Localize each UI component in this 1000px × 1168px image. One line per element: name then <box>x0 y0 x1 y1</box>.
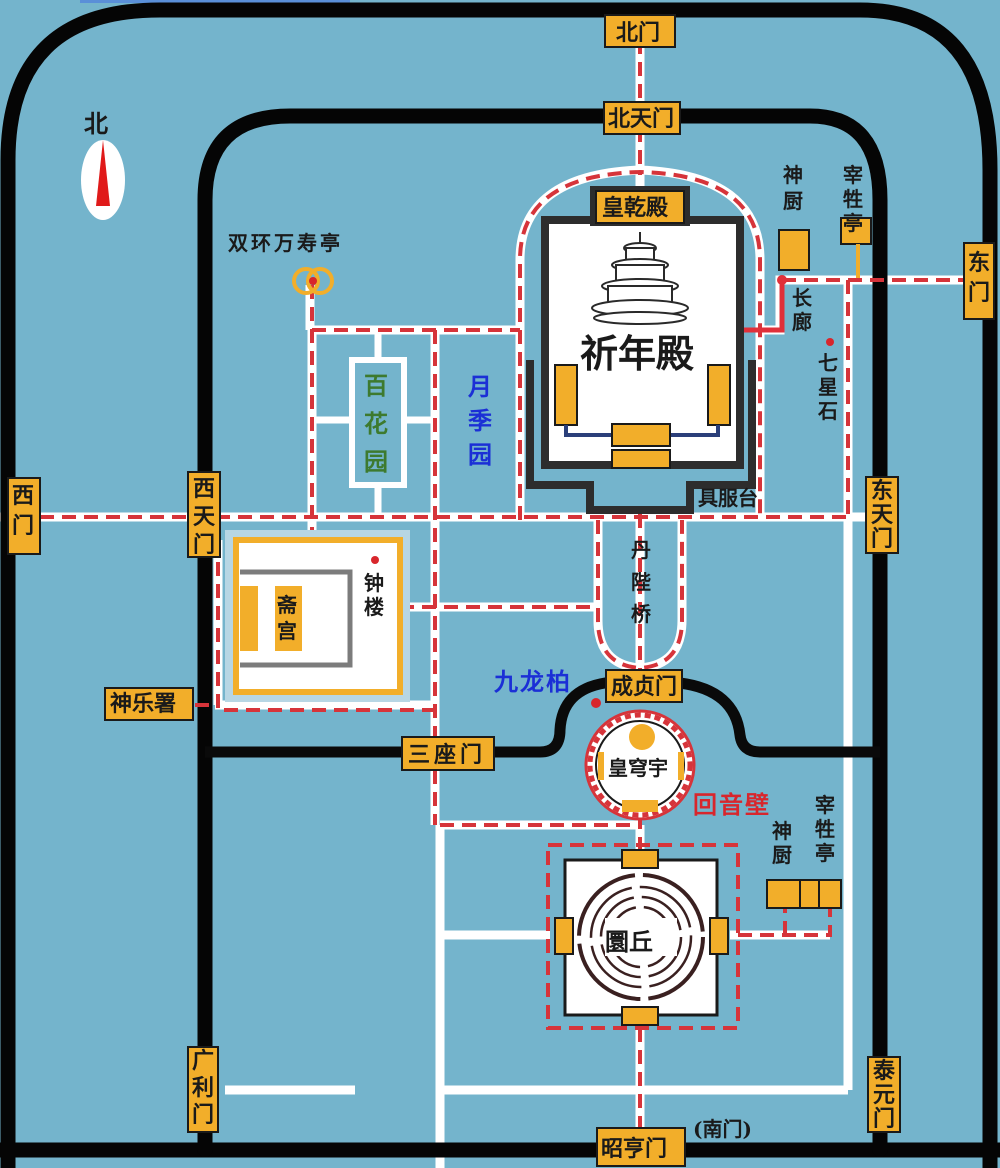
east-heaven-gate-label: 东天门 <box>871 478 894 552</box>
west-gate-label: 西门 <box>12 483 34 539</box>
seven-star-stones-label[interactable]: 七星石 <box>817 351 838 423</box>
zhaoheng-gate[interactable]: 昭亨门 <box>596 1127 686 1167</box>
divine-kitchen-north-building <box>778 229 810 271</box>
chengzhen-gate-label: 成贞门 <box>611 674 677 700</box>
south-kitchen-slaughter[interactable]: 神厨 宰牲亭 <box>766 793 842 909</box>
north-gate-label: 北门 <box>616 20 660 46</box>
temple-pagoda-icon <box>591 232 689 325</box>
taiyuan-gate[interactable]: 泰元门 <box>867 1056 901 1133</box>
imperial-vault-label: 皇穹宇 <box>608 756 668 780</box>
imperial-vault-complex[interactable]: 皇穹宇 <box>584 709 696 821</box>
rose-garden-label[interactable]: 月季园 <box>467 372 492 469</box>
jufu-terrace-label[interactable]: 具服台 <box>698 486 758 510</box>
chengzhen-gate[interactable]: 成贞门 <box>605 669 683 703</box>
qinian-complex: 皇乾殿 祈年殿 具服台 <box>526 186 758 514</box>
three-gates[interactable]: 三座门 <box>401 736 495 771</box>
east-heaven-gate[interactable]: 东天门 <box>865 476 899 554</box>
top-edge-strip <box>80 0 350 3</box>
slaughter-pavilion-south-label: 宰牲亭 <box>815 793 835 865</box>
guangli-gate[interactable]: 广利门 <box>187 1046 219 1133</box>
seven-star-dot <box>826 338 834 346</box>
double-ring-pavilion-label: 双环万寿亭 <box>228 231 343 255</box>
echo-wall-label[interactable]: 回音壁 <box>693 790 771 819</box>
bell-tower-label: 钟楼 <box>364 571 384 619</box>
hundred-flower-garden-label: 百花园 <box>364 371 388 476</box>
north-heaven-gate-label: 北天门 <box>608 106 674 132</box>
long-corridor-label[interactable]: 长廊 <box>792 286 813 334</box>
east-gate-label: 东门 <box>968 250 990 306</box>
nine-dragon-cypress-label[interactable]: 九龙柏 <box>493 667 572 696</box>
double-ring-pavilion[interactable]: 双环万寿亭 <box>228 231 343 295</box>
south-gate-note: (南门) <box>693 1117 752 1141</box>
north-heaven-gate[interactable]: 北天门 <box>603 101 681 135</box>
guangli-gate-label: 广利门 <box>192 1048 214 1128</box>
qinian-hall-label[interactable]: 祈年殿 <box>580 331 694 376</box>
double-ring-icon <box>292 267 334 295</box>
fasting-palace-label: 斋宫 <box>276 593 298 643</box>
circular-mound-complex[interactable]: 圜丘 <box>554 849 729 1026</box>
huangqian-hall-label: 皇乾殿 <box>602 195 669 221</box>
zhaoheng-gate-label: 昭亨门 <box>601 1136 667 1162</box>
compass: 北 <box>81 109 125 220</box>
tour-routes <box>40 40 970 1140</box>
west-heaven-gate[interactable]: 西天门 <box>187 471 221 558</box>
circular-mound-label: 圜丘 <box>605 927 653 956</box>
huangqian-hall-box[interactable]: 皇乾殿 <box>595 190 685 224</box>
shenyue-office-label: 神乐署 <box>110 691 176 717</box>
taiyuan-gate-label: 泰元门 <box>872 1058 896 1132</box>
divine-kitchen-north-label[interactable]: 神厨 <box>783 163 803 213</box>
north-east-landmarks: 神厨 宰牲亭 长廊 七星石 <box>778 163 872 423</box>
divine-kitchen-south-label: 神厨 <box>772 819 792 867</box>
north-gate[interactable]: 北门 <box>604 14 676 48</box>
slaughter-pavilion-north-label[interactable]: 宰牲亭 <box>843 163 863 235</box>
west-heaven-gate-label: 西天门 <box>193 476 216 558</box>
west-gate[interactable]: 西门 <box>7 477 41 555</box>
three-gates-label: 三座门 <box>408 742 486 768</box>
compass-label: 北 <box>84 109 108 138</box>
east-gate[interactable]: 东门 <box>963 242 995 320</box>
fasting-palace-complex[interactable]: 斋宫 钟楼 <box>225 530 410 702</box>
nine-dragon-cypress-dot <box>591 698 601 708</box>
hundred-flower-garden[interactable]: 百花园 <box>349 357 407 488</box>
north-arrow-icon <box>81 140 125 220</box>
danbi-bridge-label[interactable]: 丹陛桥 <box>631 538 652 626</box>
bell-tower-dot <box>371 556 379 564</box>
shenyue-office[interactable]: 神乐署 <box>104 687 194 721</box>
